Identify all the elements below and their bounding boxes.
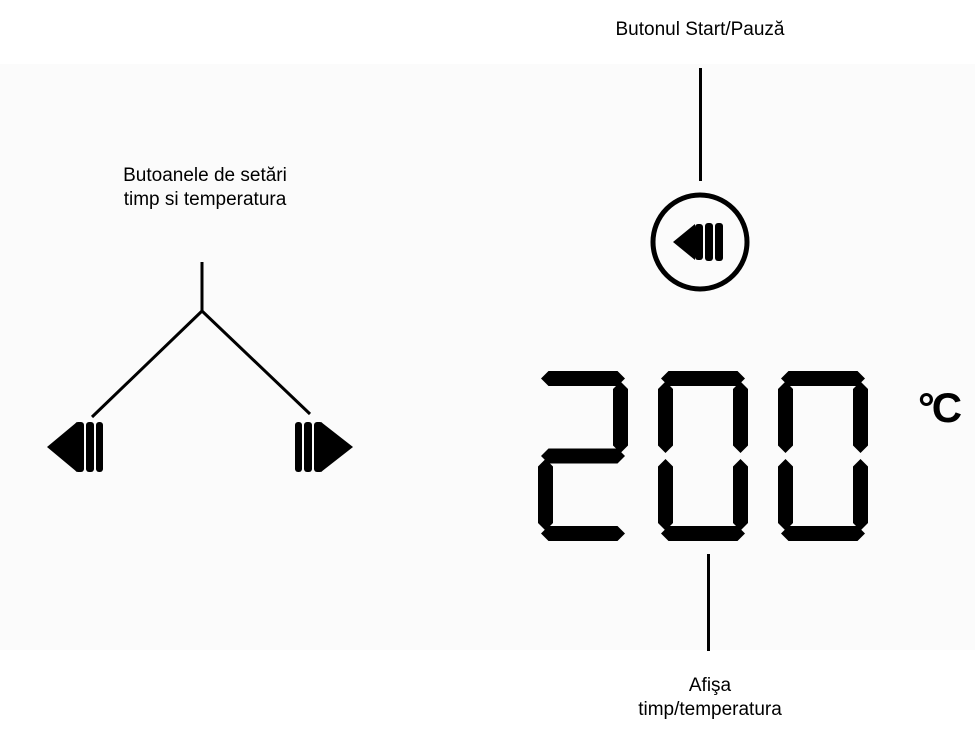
decrease-button[interactable] (45, 420, 105, 475)
display-segment-b (853, 381, 868, 453)
settings-label: Butoanele de setări timp si temperatura (55, 164, 355, 212)
display-segment-c (733, 459, 748, 531)
display-segment-d (781, 526, 865, 541)
display-segment-e (778, 459, 793, 531)
time-temperature-display (538, 371, 868, 541)
display-digit (778, 371, 868, 541)
display-segment-e (658, 459, 673, 531)
control-panel (0, 64, 975, 650)
display-segment-e (538, 459, 553, 531)
start-pause-leader-line (699, 68, 702, 181)
display-segment-a (661, 371, 745, 386)
display-digit (538, 371, 628, 541)
settings-label-line2: timp si temperatura (123, 189, 287, 210)
display-label: Afişa timp/temperatura (560, 674, 860, 722)
display-segment-b (733, 381, 748, 453)
start-pause-label: Butonul Start/Pauză (615, 19, 785, 40)
display-segment-f (658, 381, 673, 453)
display-segment-f (778, 381, 793, 453)
display-leader-line (707, 554, 710, 651)
display-segment-a (541, 371, 625, 386)
temperature-unit: °C (918, 384, 962, 431)
arrow-left-icon (47, 422, 103, 472)
display-segment-c (853, 459, 868, 531)
display-label-line2: timp/temperatura (638, 699, 782, 720)
display-segment-g (541, 448, 625, 464)
settings-label-line1: Butoanele de setări (123, 165, 287, 186)
display-segment-a (781, 371, 865, 386)
play-pause-icon (673, 223, 723, 261)
increase-button[interactable] (295, 420, 355, 475)
display-segment-d (541, 526, 625, 541)
start-pause-ring (650, 192, 750, 292)
display-digit (658, 371, 748, 541)
start-pause-button[interactable] (648, 190, 753, 295)
display-label-line1: Afişa (688, 675, 732, 696)
arrow-right-icon (295, 422, 353, 472)
display-segment-d (661, 526, 745, 541)
display-segment-b (613, 381, 628, 453)
